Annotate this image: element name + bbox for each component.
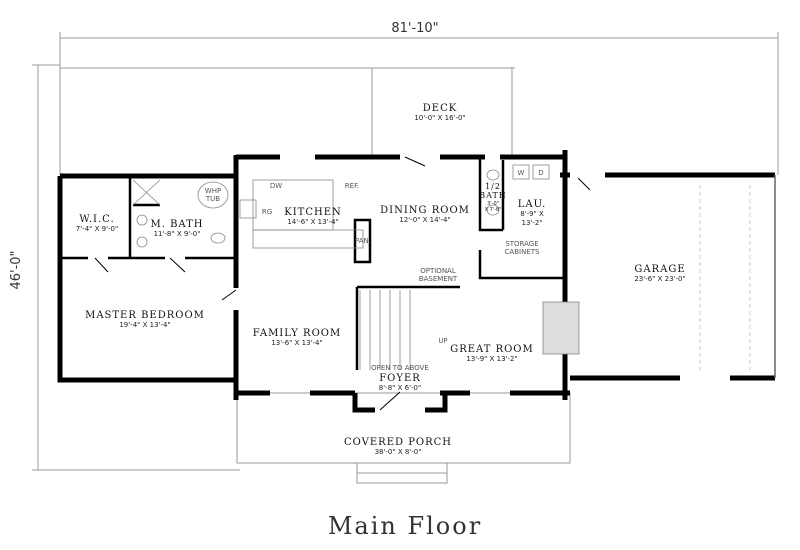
deck-name: DECK [423,103,457,114]
open-above-note: OPEN TO ABOVE [371,364,429,372]
laundry-name: LAU. [518,199,547,210]
wic-size: 7'-4" X 9'-0" [76,225,118,233]
washer-note: W [518,169,525,177]
halfbath-name-1: 1/2 [485,182,501,191]
overall-width-label: 81'-10" [391,21,438,36]
dining-name: DINING ROOM [380,205,470,216]
mbath-name: M. BATH [150,219,203,230]
great-name: GREAT ROOM [450,344,534,355]
whp-tub-note-2: TUB [205,195,220,203]
laundry-size-2: 13'-2" [521,219,542,227]
halfbath-name-2: BATH [479,191,507,200]
garage-name: GARAGE [634,264,685,275]
dryer-note: D [538,169,543,177]
deck-outline [59,67,515,175]
storage-note-1: STORAGE [505,240,538,248]
optional-basement-note-2: BASEMENT [419,275,458,283]
rg-note: RG [262,208,272,216]
halfbath-size-2: X 7'-8" [485,207,502,213]
garage-size: 23'-6" X 23'-0" [634,275,685,283]
wic-name: W.I.C. [79,214,114,225]
doors [94,156,591,411]
fixtures [132,164,751,370]
great-size: 13'-9" X 13'-2" [466,355,517,363]
overall-dimension-lines [32,32,779,471]
porch-name: COVERED PORCH [344,437,452,448]
family-name: FAMILY ROOM [253,328,341,339]
pan-note: PAN. [355,237,371,245]
mbath-size: 11'-8" X 9'-0" [154,230,201,238]
deck-size: 10'-0" X 16'-0" [414,114,465,122]
kitchen-name: KITCHEN [284,207,342,218]
laundry-size-1: 8'-9" X [520,210,544,218]
halfbath-size-1: 3'-0" [487,201,499,207]
up-note: UP [438,337,447,345]
overall-depth-label: 46'-0" [9,250,24,289]
whp-tub-note-1: WHP [205,187,221,195]
porch-outline [236,392,571,484]
master-size: 19'-4" X 13'-4" [119,321,170,329]
family-size: 13'-6" X 13'-4" [271,339,322,347]
kitchen-size: 14'-6" X 13'-4" [287,218,338,226]
walls [57,150,776,413]
master-name: MASTER BEDROOM [85,310,205,321]
fixture-notes: WHP TUB DW REF. RG PAN. OPTIONAL BASEMEN… [205,169,544,372]
foyer-name: FOYER [379,373,421,384]
porch-size: 38'-0" X 8'-0" [375,448,422,456]
room-labels: DECK 10'-0" X 16'-0" W.I.C. 7'-4" X 9'-0… [76,103,686,456]
dw-note: DW [270,182,282,190]
interior-walls [62,157,563,370]
storage-note-2: CABINETS [505,248,540,256]
ref-note: REF. [345,182,359,190]
optional-basement-note-1: OPTIONAL [420,267,456,275]
foyer-size: 8'-8" X 6'-0" [379,384,421,392]
dining-size: 12'-0" X 14'-4" [399,216,450,224]
plan-title: Main Floor [328,512,482,540]
